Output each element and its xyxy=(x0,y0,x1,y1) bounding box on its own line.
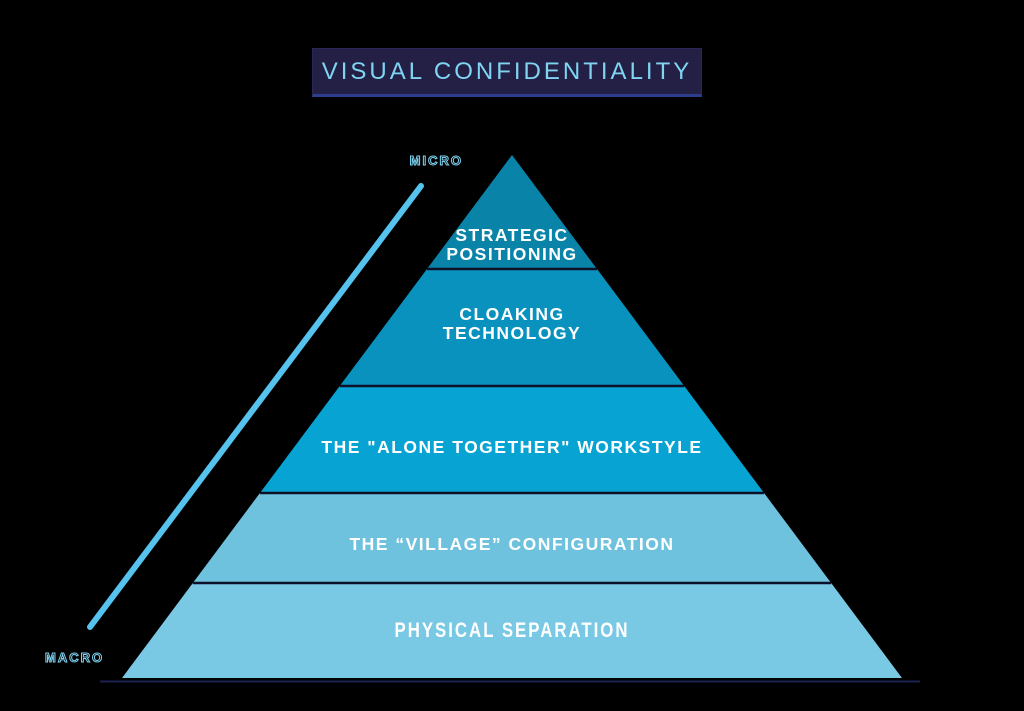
title-banner: VISUAL CONFIDENTIALITY xyxy=(312,48,702,97)
page-title: VISUAL CONFIDENTIALITY xyxy=(321,57,693,85)
micro-axis-label: MICRO xyxy=(409,153,463,169)
pyramid-segment-2 xyxy=(339,269,685,386)
pyramid-level-5-label: PHYSICAL SEPARATION xyxy=(394,619,630,642)
pyramid-level-1-label: STRATEGIC POSITIONING xyxy=(446,225,578,264)
pyramid-segment-4 xyxy=(192,493,832,583)
pyramid-segment-1 xyxy=(426,155,598,269)
pyramid-level-3-label: THE "ALONE TOGETHER" WORKSTYLE xyxy=(321,437,703,457)
micro-macro-axis-line xyxy=(87,183,424,630)
pyramid-level-2-label: CLOAKING TECHNOLOGY xyxy=(442,304,582,343)
pyramid-segment-5 xyxy=(122,583,902,678)
macro-axis-label: MACRO xyxy=(45,650,105,666)
pyramid-segment-3 xyxy=(259,386,765,493)
pyramid-level-4-label: THE “VILLAGE” CONFIGURATION xyxy=(349,534,675,554)
